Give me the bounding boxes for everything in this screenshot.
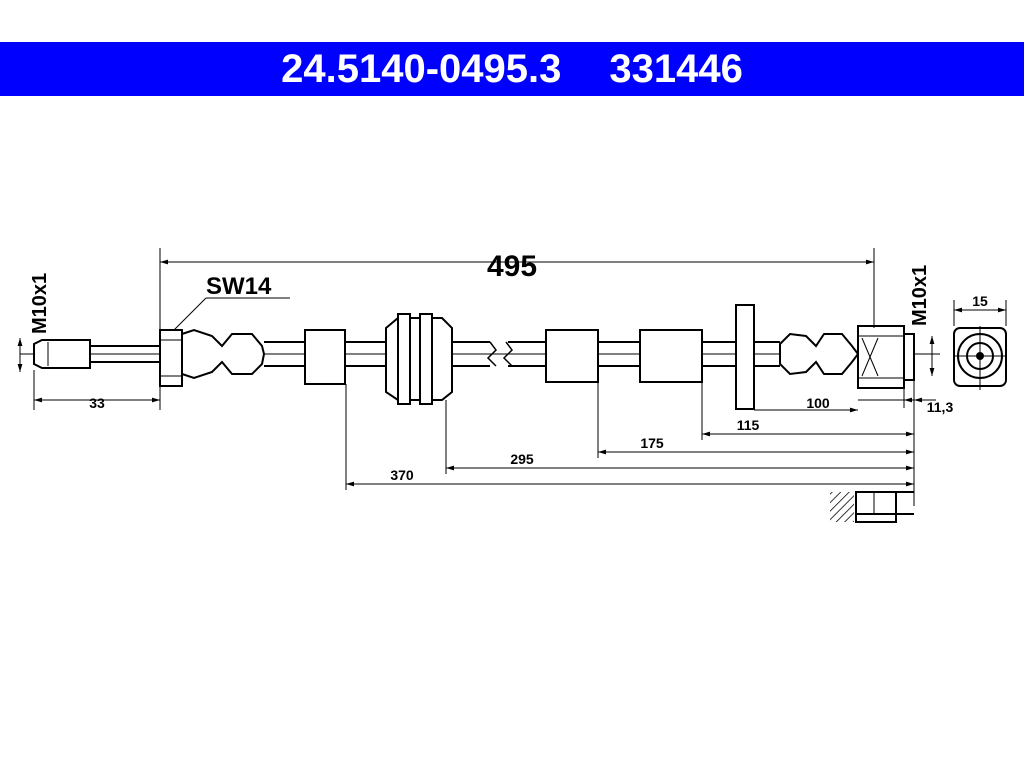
label-115: 115 <box>737 417 760 433</box>
label-15: 15 <box>972 293 988 309</box>
label-175: 175 <box>640 435 664 451</box>
label-370: 370 <box>390 467 414 483</box>
label-33: 33 <box>89 395 105 411</box>
label-overall-length: 495 <box>487 250 537 283</box>
mounting-bracket <box>735 304 755 410</box>
installation-detail <box>830 491 914 523</box>
label-wrench-size: SW14 <box>206 273 272 300</box>
label-thread-right: M10x1 <box>909 265 931 326</box>
hose-sleeve-1 <box>304 329 346 385</box>
reference-number: 331446 <box>609 46 743 91</box>
right-thread-fitting <box>779 325 915 389</box>
hose-holder <box>385 313 453 405</box>
label-100: 100 <box>806 395 830 411</box>
left-thread-fitting <box>33 328 266 387</box>
hose-sleeve-3 <box>639 329 703 383</box>
hose-sleeve-2 <box>545 329 599 383</box>
part-number: 24.5140-0495.3 <box>281 46 562 91</box>
label-295: 295 <box>510 451 534 467</box>
end-view <box>953 326 1007 390</box>
label-thread-left: M10x1 <box>29 273 51 334</box>
label-11-3: 11,3 <box>927 399 954 415</box>
header-banner: 24.5140-0495.3 331446 <box>0 42 1024 96</box>
